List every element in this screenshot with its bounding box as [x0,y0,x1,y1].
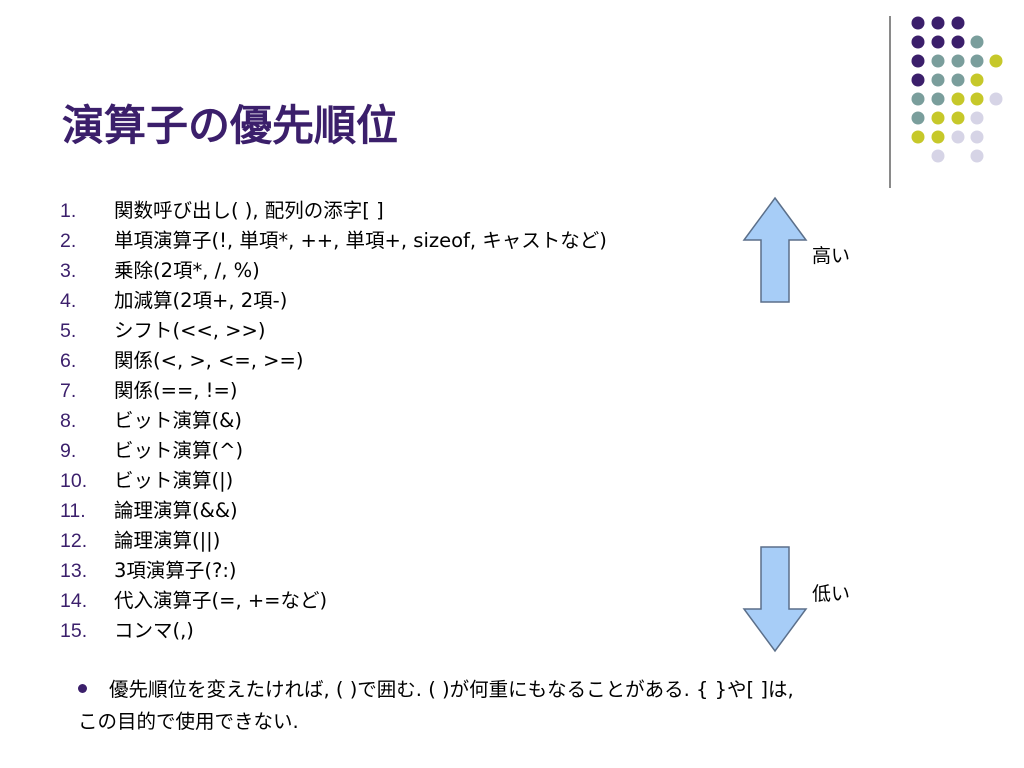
high-label: 高い [812,245,851,267]
item-number: 9. [60,440,77,462]
list-item: 3. 乗除(2項*, /, %) [60,256,607,286]
item-text: 代入演算子(=, +=など) [114,589,328,612]
item-number: 4. [60,290,77,312]
dot-row-8 [931,149,984,163]
note-line-2: この目的で使用できない. [78,706,794,738]
item-text: 論理演算(&&) [114,499,238,522]
list-item: 13. 3項演算子(?:) [60,556,607,586]
item-number: 10. [60,470,88,492]
slide-title: 演算子の優先順位 [62,101,399,150]
up-arrow-icon [742,196,808,303]
list-item: 9. ビット演算(^) [60,436,607,466]
dot-row-4 [911,73,984,87]
note-paragraph: 優先順位を変えたければ, ( )で囲む. ( )が何重にもなることがある. { … [78,674,794,738]
list-item: 7. 関係(==, !=) [60,376,607,406]
dot-row-5 [911,92,1003,106]
item-text: シフト(<<, >>) [114,319,266,342]
list-item: 1. 関数呼び出し( ), 配列の添字[ ] [60,196,607,226]
item-number: 13. [60,560,88,582]
item-number: 6. [60,350,77,372]
list-item: 12. 論理演算(||) [60,526,607,556]
list-item: 8. ビット演算(&) [60,406,607,436]
list-item: 2. 単項演算子(!, 単項*, ++, 単項+, sizeof, キャストなど) [60,226,607,256]
item-text: コンマ(,) [114,619,194,642]
item-number: 5. [60,320,77,342]
item-text: 単項演算子(!, 単項*, ++, 単項+, sizeof, キャストなど) [114,229,607,252]
item-text: 論理演算(||) [114,529,221,552]
item-text: 加減算(2項+, 2項-) [114,289,288,312]
precedence-list: 1. 関数呼び出し( ), 配列の添字[ ] 2. 単項演算子(!, 単項*, ++… [60,196,607,646]
item-text: ビット演算(&) [114,409,242,432]
list-item: 11. 論理演算(&&) [60,496,607,526]
dot-row-6 [911,111,984,125]
item-text: 関数呼び出し( ), 配列の添字[ ] [114,199,384,222]
item-number: 7. [60,380,77,402]
list-item: 15. コンマ(,) [60,616,607,646]
note-line-1: 優先順位を変えたければ, ( )で囲む. ( )が何重にもなることがある. { … [78,674,794,706]
bullet-icon [78,684,87,693]
note-text-1: 優先順位を変えたければ, ( )で囲む. ( )が何重にもなることがある. { … [109,678,794,701]
dot-row-7 [911,130,984,144]
item-number: 3. [60,260,77,282]
dot-row-2 [911,35,984,49]
item-number: 12. [60,530,88,552]
list-item: 14. 代入演算子(=, +=など) [60,586,607,616]
item-text: 関係(==, !=) [114,379,238,402]
item-number: 2. [60,230,77,252]
list-item: 6. 関係(<, >, <=, >=) [60,346,607,376]
vertical-divider [889,16,891,188]
item-number: 1. [60,200,77,222]
dot-row-1 [911,16,965,30]
list-item: 5. シフト(<<, >>) [60,316,607,346]
item-text: ビット演算(^) [114,439,244,462]
note-text-2: この目的で使用できない. [78,710,299,733]
list-item: 4. 加減算(2項+, 2項-) [60,286,607,316]
dot-row-3 [911,54,1003,68]
item-text: 乗除(2項*, /, %) [114,259,260,282]
item-text: 3項演算子(?:) [114,559,237,582]
low-label: 低い [812,583,851,605]
item-text: ビット演算(|) [114,469,234,492]
item-number: 11. [60,500,86,522]
item-number: 15. [60,620,88,642]
down-arrow-icon [742,546,808,653]
item-text: 関係(<, >, <=, >=) [114,349,304,372]
decorative-dot-grid [911,16,1003,163]
item-number: 8. [60,410,77,432]
item-number: 14. [60,590,88,612]
list-item: 10. ビット演算(|) [60,466,607,496]
